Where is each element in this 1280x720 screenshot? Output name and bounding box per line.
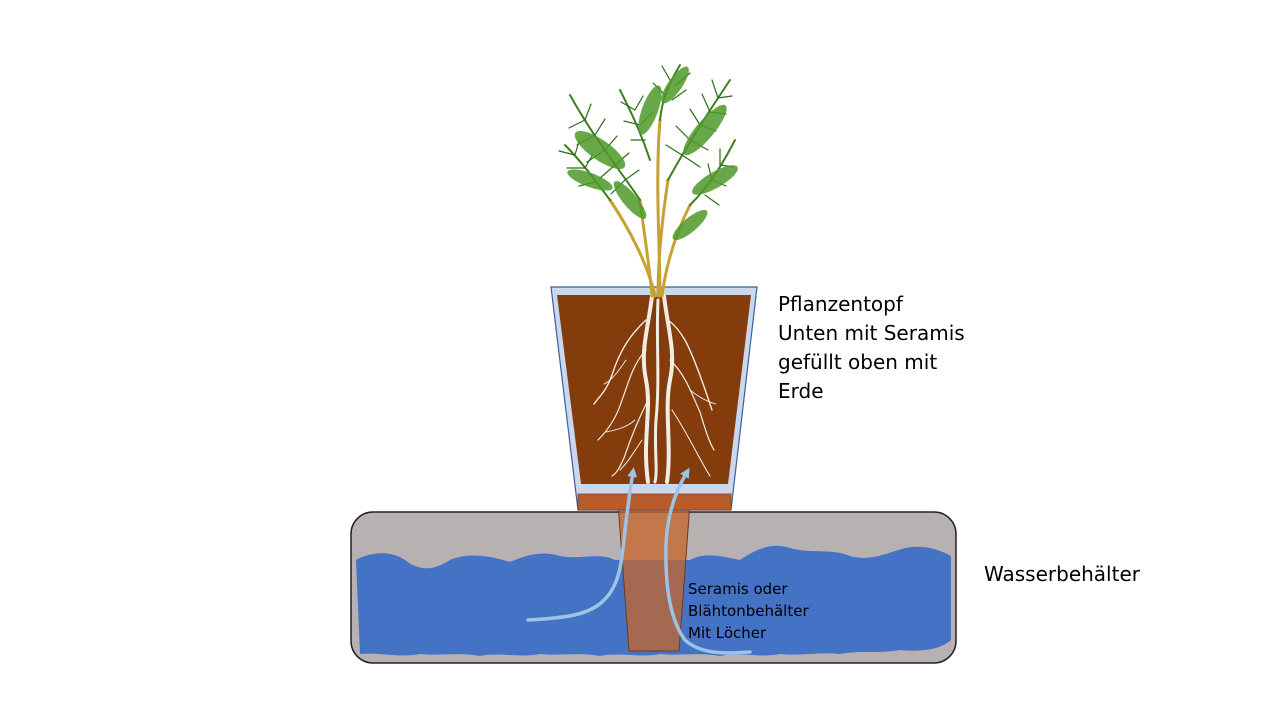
root-icon xyxy=(593,294,717,484)
pot-label-line2: Unten mit Seramis xyxy=(778,321,965,345)
container-label-line3: Mit Löcher xyxy=(688,624,767,642)
soil xyxy=(557,295,751,484)
palm-plant-icon xyxy=(558,64,738,298)
pot-label-line1: Pflanzentopf xyxy=(778,292,903,316)
container-label-line2: Blähtonbehälter xyxy=(688,602,809,620)
seramis-layer xyxy=(577,493,732,511)
container-label-line1: Seramis oder xyxy=(688,580,788,598)
pot-label-line3: gefüllt oben mit xyxy=(778,350,938,374)
tank-label: Wasserbehälter xyxy=(984,562,1140,586)
pot-label-line4: Erde xyxy=(778,379,824,403)
pot-label: Pflanzentopf Unten mit Seramis gefüllt o… xyxy=(778,290,965,406)
container-label: Seramis oder Blähtonbehälter Mit Löcher xyxy=(688,578,809,644)
water-flow-arrow-icon xyxy=(526,467,752,655)
